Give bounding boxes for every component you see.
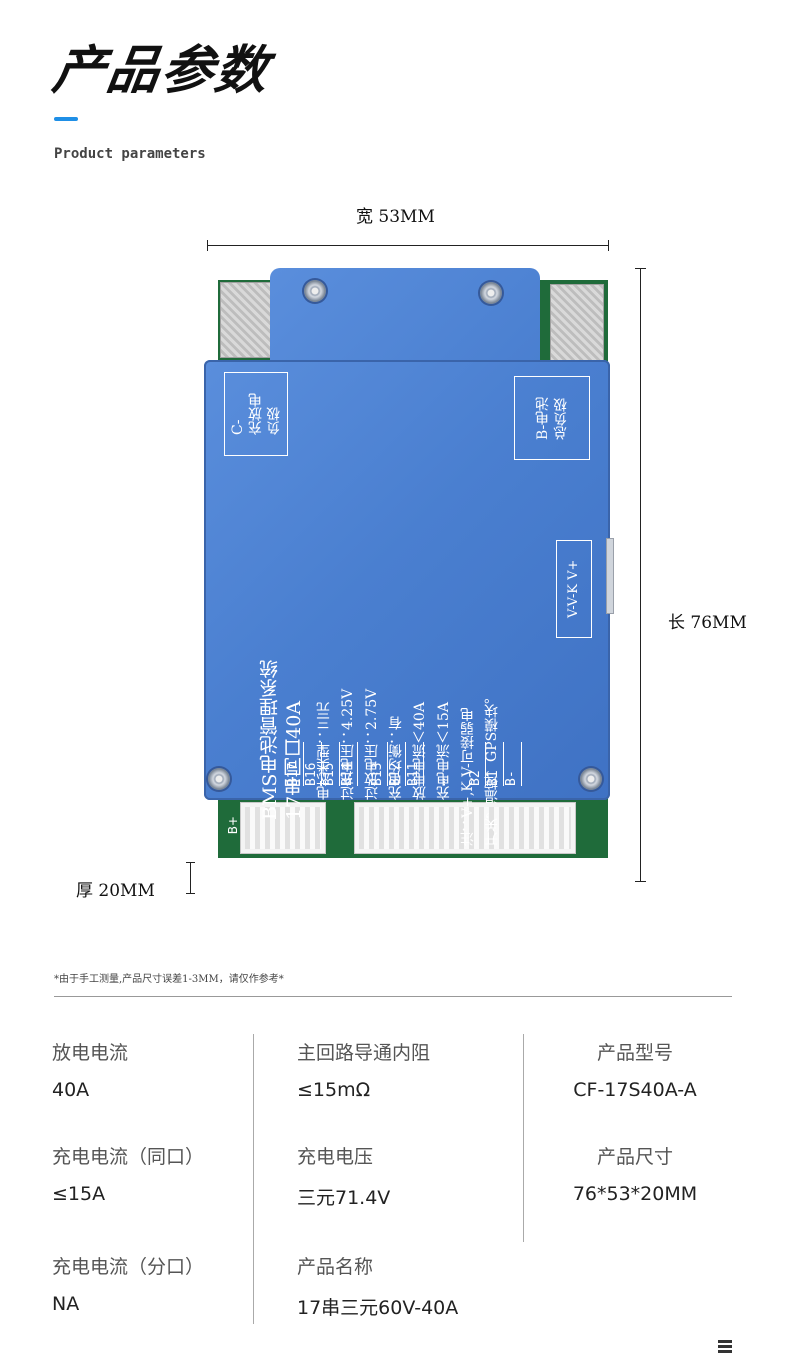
b-plus-connector	[240, 802, 326, 854]
param-value: 17串三元60V-40A	[297, 1297, 459, 1319]
param-model: 产品型号 CF-17S40A-A	[570, 1038, 700, 1101]
page-title: 产品参数	[49, 41, 274, 101]
page-subtitle: Product parameters	[54, 146, 206, 162]
b-minus-box-label: B-电池 总负极	[514, 376, 590, 460]
c-minus-pad	[220, 282, 272, 358]
param-label: 充电电流（分口）	[52, 1256, 205, 1278]
param-main-resistance: 主回路导通内阻 ≤15mΩ	[297, 1038, 430, 1101]
param-value: 三元71.4V	[297, 1187, 391, 1209]
param-label: 产品尺寸	[596, 1146, 673, 1168]
pin-label: B1	[486, 742, 504, 786]
width-dimension-tick-left	[207, 240, 208, 251]
param-value: CF-17S40A-A	[573, 1079, 697, 1101]
pin-label: B17	[286, 742, 304, 786]
param-label: 放电电流	[52, 1042, 129, 1064]
param-charge-current-same: 充电电流（同口） ≤15A	[52, 1142, 204, 1205]
pin-label: B-	[504, 742, 522, 786]
screw-bottom-right	[580, 768, 602, 790]
measurement-note: *由于手工测量,产品尺寸误差1-3MM，请仅作参考*	[54, 974, 284, 985]
pin-label: B16	[304, 742, 322, 786]
pin-label: …	[434, 778, 449, 786]
width-dimension-label: 宽 53MM	[356, 207, 435, 227]
param-value: NA	[52, 1293, 80, 1315]
param-discharge-current: 放电电流 40A	[52, 1038, 128, 1101]
title-accent-bar	[54, 117, 78, 121]
param-label: 充电电压	[297, 1146, 374, 1168]
param-label: 产品型号	[596, 1042, 673, 1064]
spec-line: 注：V+,K,V-可接弱电	[460, 707, 476, 846]
param-value: 76*53*20MM	[572, 1183, 698, 1205]
spec-title-2: 17串同口40A	[283, 700, 305, 820]
thickness-dimension-tick-top	[186, 862, 195, 863]
param-charge-current-split: 充电电流（分口） NA	[52, 1252, 204, 1315]
side-switch-tab	[606, 538, 614, 614]
length-dimension-tick-bottom	[635, 881, 646, 882]
screw-bottom-left	[208, 768, 230, 790]
thickness-dimension-tick-bottom	[186, 893, 195, 894]
pin-label: B14	[340, 742, 358, 786]
param-label: 主回路导通内阻	[297, 1042, 431, 1064]
param-label: 产品名称	[297, 1256, 374, 1278]
pin-label: B15	[322, 742, 340, 786]
vk-box-label: V-V-K V+	[556, 540, 592, 638]
bms-board-image: P- B+ C- 充放电 负极 B-电池 总负极 V-V-K V+ BMS电池管…	[204, 268, 614, 858]
param-charge-voltage: 充电电压 三元71.4V	[297, 1142, 390, 1210]
aluminum-case: C- 充放电 负极 B-电池 总负极 V-V-K V+ BMS电池管理系统 17…	[204, 360, 610, 846]
b-minus-pad	[550, 284, 604, 362]
param-size: 产品尺寸 76*53*20MM	[570, 1142, 700, 1205]
param-product-name: 产品名称 17串三元60V-40A	[297, 1252, 458, 1320]
menu-icon[interactable]	[718, 1340, 732, 1356]
spec-line: 开关，温控，GPS模块。	[484, 689, 500, 846]
column-separator	[523, 1034, 524, 1242]
b-plus-label: B+	[226, 816, 240, 835]
width-dimension-line	[207, 245, 609, 246]
spec-title-1: BMS电池管理系统	[259, 659, 281, 820]
pin-label: B12	[388, 742, 406, 786]
param-value: ≤15A	[52, 1183, 106, 1205]
balance-connector	[354, 802, 576, 854]
length-dimension-tick-top	[635, 268, 646, 269]
thickness-dimension-line	[190, 862, 191, 894]
param-value: ≤15mΩ	[297, 1079, 371, 1101]
c-minus-box-label: C- 充放电 负极	[224, 372, 288, 456]
param-label: 充电电流（同口）	[52, 1146, 205, 1168]
length-dimension-line	[640, 268, 641, 882]
pin-label: B13	[370, 742, 388, 786]
divider	[54, 996, 732, 997]
screw-top-right	[480, 282, 502, 304]
pin-label: B11	[406, 742, 424, 786]
screw-top-left	[304, 280, 326, 302]
pin-label: B2	[468, 742, 486, 786]
param-value: 40A	[52, 1079, 90, 1101]
thickness-dimension-label: 厚 20MM	[76, 881, 155, 901]
column-separator	[253, 1034, 254, 1324]
length-dimension-label: 长 76MM	[668, 613, 747, 633]
width-dimension-tick-right	[608, 240, 609, 251]
